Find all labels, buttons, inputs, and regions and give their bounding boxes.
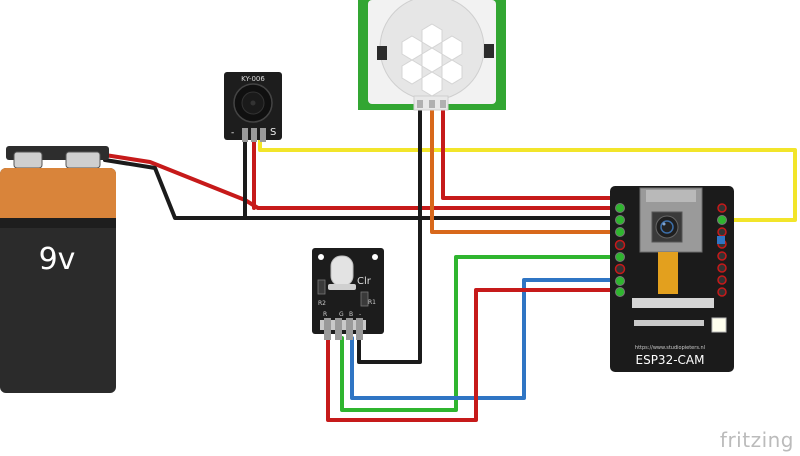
red-wire-pir — [441, 106, 617, 210]
buzzer-pin-s: S — [270, 127, 276, 138]
led-r1-label: R1 — [368, 299, 376, 306]
red-wire-battery — [103, 153, 620, 210]
buzzer-model: KY-006 — [241, 75, 265, 83]
buzzer-pin-minus: - — [231, 128, 234, 138]
orange-wire — [430, 106, 620, 234]
led-clr-label: Clr — [357, 276, 372, 287]
led-r2-label: R2 — [318, 300, 326, 307]
esp32-url: https://www.studiopieters.nl — [635, 345, 705, 351]
black-wire-battery — [103, 158, 620, 220]
buzzer-module: KY-006 - S — [224, 72, 282, 142]
yellow-wire — [258, 138, 797, 222]
blue-wire — [350, 278, 620, 400]
pir-sensor — [358, 0, 506, 111]
rgb-led-module: Clr R2 R1 R G B - — [312, 248, 384, 340]
camera-lens-icon — [651, 211, 683, 243]
esp32-cam-board: https://www.studiopieters.nl ESP32-CAM — [610, 186, 734, 372]
led-pin-b: B — [349, 311, 353, 318]
esp32-left-header — [614, 203, 626, 297]
fresnel-lens-icon — [401, 23, 463, 97]
led-pin-g: G — [339, 311, 344, 318]
wires — [103, 106, 797, 422]
led-pin-r: R — [323, 311, 327, 318]
red-wire-led — [326, 288, 620, 422]
black-wire-pir — [357, 106, 422, 364]
led-pin-minus: - — [359, 311, 361, 318]
battery-label: 9v — [39, 242, 76, 277]
esp32-name: ESP32-CAM — [636, 353, 705, 367]
esp32-right-header — [717, 203, 727, 297]
battery-9v: 9v — [0, 146, 116, 393]
fritzing-watermark: fritzing — [719, 428, 794, 452]
green-wire — [340, 255, 620, 412]
